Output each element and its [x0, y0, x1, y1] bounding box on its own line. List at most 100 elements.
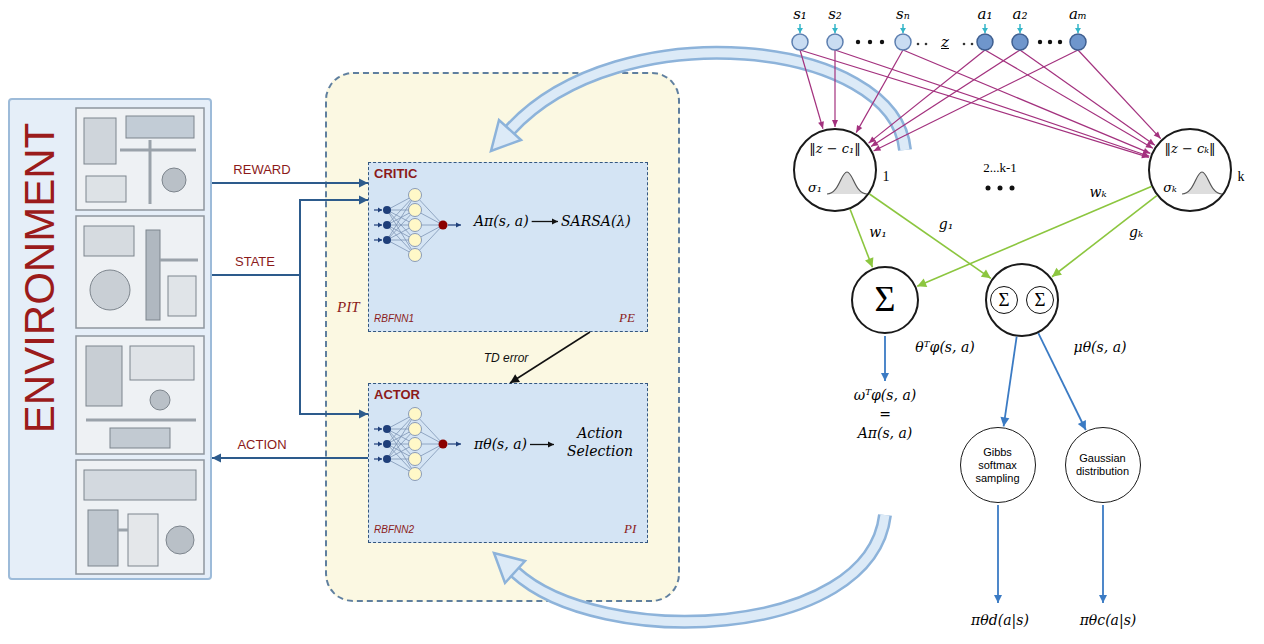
network-input: [383, 440, 391, 448]
error-label: TD error: [484, 351, 529, 365]
input-neuron: [977, 34, 993, 50]
connector: [212, 179, 368, 188]
output-label: Aπ(s, a): [858, 425, 913, 442]
connector-line: [1052, 196, 1157, 277]
connector: [212, 454, 368, 463]
preference-label: θᵀφ(s, a): [915, 339, 974, 356]
arrow-head: [1143, 148, 1151, 154]
network-hidden: [409, 438, 422, 451]
input-neuron: [827, 34, 843, 50]
frame-label: PIT: [337, 298, 360, 316]
input-label: a₁: [978, 5, 993, 23]
arrow-head: [378, 223, 382, 228]
input-link: [1020, 50, 1155, 145]
arrow-head: [1099, 595, 1107, 603]
input-neuron: [1070, 34, 1086, 50]
weight-label: g₁: [939, 216, 954, 233]
machine-tank: [90, 270, 130, 310]
ellipsis-dot: [998, 186, 1003, 191]
machine-frame: [76, 108, 204, 210]
arrow-head: [552, 219, 558, 225]
connector-line: [850, 209, 872, 267]
curved-arrow-outline: [515, 515, 885, 622]
unit-index: 1: [883, 168, 890, 185]
curved-arrow-body: [515, 515, 885, 622]
ellipsis-dot: [880, 40, 884, 44]
distribution-node: Gaussian distribution: [1065, 427, 1141, 503]
machine-part: [130, 346, 194, 380]
arrow-head: [818, 121, 824, 129]
network-hidden: [409, 423, 422, 436]
network-hidden: [409, 453, 422, 466]
arrow-head: [1147, 139, 1154, 145]
gaussian-curve: [827, 172, 867, 194]
arrow-head: [378, 442, 382, 447]
ellipsis-dot: [925, 43, 928, 46]
arrow-head: [378, 427, 382, 432]
machine-pipe: [160, 259, 198, 262]
arrow-head: [359, 410, 368, 419]
ellipsis-dot: [856, 40, 860, 44]
network-hidden: [409, 249, 422, 262]
machine-part: [126, 116, 194, 138]
policy-label: πθd(a|s): [971, 612, 1029, 629]
network-hidden: [409, 204, 422, 217]
ellipsis-dot: [917, 43, 920, 46]
machine-frame: [76, 336, 204, 454]
connector-line: [212, 200, 368, 275]
network-input: [383, 455, 391, 463]
distance-formula: ‖z − c₁‖: [809, 141, 861, 157]
network-input: [383, 236, 391, 244]
arrow-head: [1052, 268, 1062, 277]
machine-part: [84, 118, 116, 164]
arrow-head: [1154, 131, 1161, 138]
connector-line: [869, 194, 990, 278]
input-link: [856, 50, 903, 133]
arrow-head: [456, 223, 461, 228]
network-hidden: [409, 189, 422, 202]
input-link: [800, 50, 823, 129]
network-link: [387, 195, 415, 240]
network-hidden: [409, 234, 422, 247]
input-link: [835, 50, 1149, 156]
mean-label: μθ(s, a): [1074, 339, 1127, 356]
machine-tank: [162, 168, 186, 192]
arrow-head: [865, 257, 873, 267]
environment-label: ENVIRONMENT: [15, 123, 65, 433]
arrow-head: [994, 595, 1002, 603]
network-icon: [374, 189, 461, 262]
sum-symbol: Σ: [875, 278, 896, 321]
input-label: a₂: [1013, 5, 1028, 23]
machine-tank: [166, 526, 194, 554]
curved-arrow-head: [494, 553, 525, 583]
ellipsis-dot: [971, 43, 974, 46]
equals-sign: =: [879, 406, 891, 423]
connector: [1052, 196, 1157, 277]
arrow-head: [832, 28, 838, 33]
arrow-head: [874, 145, 882, 151]
ellipsis-dot: [986, 186, 991, 191]
machine-part: [86, 176, 126, 202]
ellipsis-dot: [1038, 40, 1042, 44]
connector: [212, 275, 368, 419]
arrow-head: [982, 28, 988, 33]
arrow-head: [871, 140, 879, 146]
ellipsis-dots: [856, 40, 1062, 191]
output-arrow: [997, 505, 999, 603]
machine-part: [110, 428, 170, 448]
machine-part: [88, 510, 118, 566]
input-vector-label: z: [941, 33, 949, 51]
weight-label: wₖ: [1089, 184, 1106, 201]
sampling-node: Gibbs softmax sampling: [960, 427, 1036, 503]
rbf-unit: ‖z − c₁‖σ₁1: [793, 128, 877, 212]
ellipsis-dot: [963, 43, 966, 46]
connector: [212, 196, 368, 276]
curved-arrow-head: [491, 120, 521, 151]
machine-pipe: [149, 140, 152, 204]
sampling-label: Gibbs softmax sampling: [967, 445, 1029, 484]
input-label: s₂: [828, 5, 842, 23]
network-hidden: [409, 219, 422, 232]
width-symbol: σₖ: [1163, 180, 1177, 196]
input-neuron: [895, 34, 911, 50]
machine-column: [146, 230, 160, 320]
